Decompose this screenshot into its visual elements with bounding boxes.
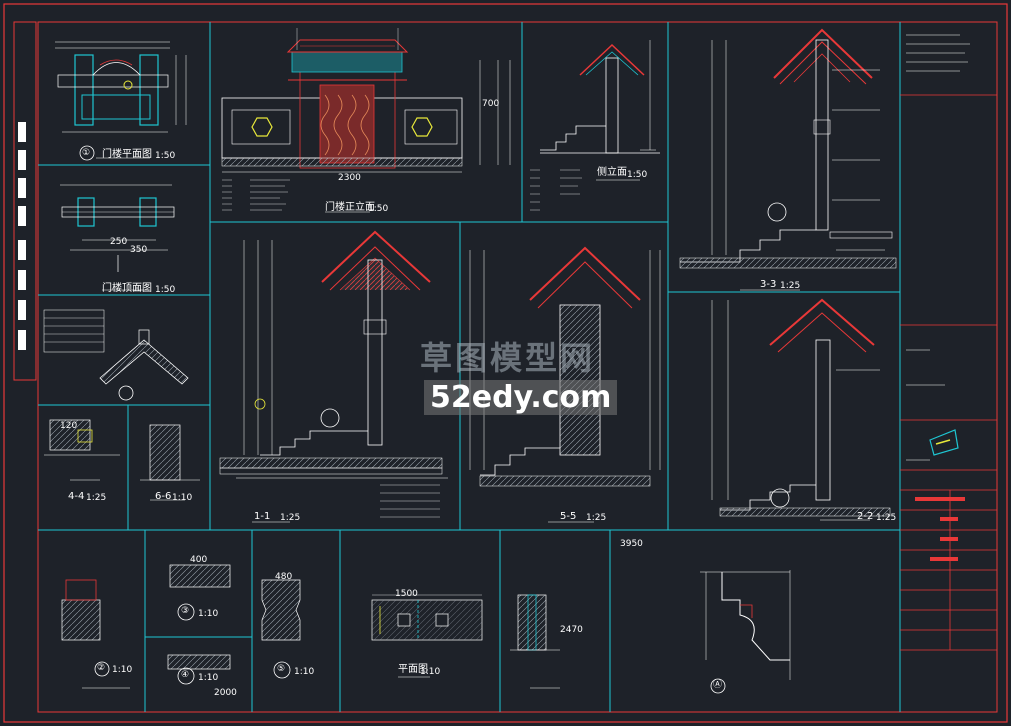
view-scale-sec-11: 1:25 bbox=[280, 513, 301, 523]
watermark-text: 草图模型网 bbox=[420, 339, 596, 377]
watermark-url: 52edy.com bbox=[424, 380, 618, 415]
view-label-plan-roof: 门楼顶面图 bbox=[102, 283, 152, 294]
detail-3 bbox=[169, 564, 231, 621]
dim-text: 2470 bbox=[560, 625, 583, 635]
section-3-3 bbox=[679, 28, 897, 291]
view-scale-sec-22: 1:25 bbox=[876, 513, 897, 523]
section-4-4 bbox=[44, 419, 120, 481]
view-label-front-elev: 门楼正立面 bbox=[325, 202, 375, 213]
view-num-det-5: ⑤ bbox=[277, 664, 286, 674]
view-scale-sec-44: 1:25 bbox=[86, 493, 107, 503]
view-label-sec-11: 1-1 bbox=[254, 511, 271, 522]
view-num-plan-top: ① bbox=[82, 148, 91, 158]
view-scale-side-elev: 1:50 bbox=[627, 170, 648, 180]
detail-wall-section bbox=[510, 594, 560, 689]
view-label-sec-66: 6-6 bbox=[155, 491, 172, 502]
view-scale-det-4: 1:10 bbox=[198, 673, 219, 683]
view-scale-front-elev: 1:50 bbox=[368, 204, 389, 214]
dim-text: 120 bbox=[60, 421, 78, 431]
view-label-sec-55: 5-5 bbox=[560, 511, 577, 522]
detail-plan bbox=[371, 594, 483, 678]
view-scale-sec-33: 1:25 bbox=[780, 281, 801, 291]
dim-text: 1500 bbox=[395, 589, 418, 599]
plan-roof-view bbox=[60, 184, 175, 291]
view-scale-det-2: 1:10 bbox=[112, 665, 133, 675]
view-num-det-3: ③ bbox=[181, 606, 190, 616]
view-num-det-a: Ⓐ bbox=[713, 680, 723, 690]
view-scale-det-plan: 1:10 bbox=[420, 667, 441, 677]
front-elevation bbox=[221, 28, 511, 213]
dim-text: 400 bbox=[190, 555, 208, 565]
dim-text: 700 bbox=[482, 99, 500, 109]
detail-5 bbox=[261, 579, 301, 679]
section-2-2 bbox=[711, 298, 891, 521]
view-label-sec-33: 3-3 bbox=[760, 279, 777, 290]
view-scale-plan-top: 1:50 bbox=[155, 151, 176, 161]
inner-border bbox=[37, 21, 998, 713]
section-1-1 bbox=[219, 230, 448, 523]
view-scale-sec-66: 1:10 bbox=[172, 493, 193, 503]
view-scale-sec-55: 1:25 bbox=[586, 513, 607, 523]
title-block-logo bbox=[929, 429, 959, 456]
view-label-det-plan: 平面图 bbox=[398, 664, 428, 675]
dim-text: 480 bbox=[275, 572, 293, 582]
view-scale-plan-roof: 1:50 bbox=[155, 285, 176, 295]
view-scale-det-3: 1:10 bbox=[198, 609, 219, 619]
title-block-notes bbox=[906, 34, 970, 461]
panel-grid bbox=[38, 22, 901, 712]
dim-text: 350 bbox=[130, 245, 148, 255]
view-label-sec-44: 4-4 bbox=[68, 491, 85, 502]
outer-border bbox=[3, 3, 1008, 723]
view-num-det-4: ④ bbox=[181, 670, 190, 680]
view-label-plan-top: 门楼平面图 bbox=[102, 149, 152, 160]
detail-2 bbox=[61, 579, 130, 689]
title-block bbox=[900, 94, 997, 651]
view-scale-det-5: 1:10 bbox=[294, 667, 315, 677]
dim-text: 2000 bbox=[214, 688, 237, 698]
side-elevation bbox=[530, 40, 660, 211]
section-6-6 bbox=[140, 424, 200, 501]
roof-section-a bbox=[43, 309, 189, 401]
dim-text: 3950 bbox=[620, 539, 643, 549]
detail-4 bbox=[167, 654, 231, 685]
view-label-sec-22: 2-2 bbox=[857, 511, 874, 522]
view-num-det-2: ② bbox=[97, 663, 106, 673]
title-block-red-text bbox=[915, 497, 965, 561]
dim-text: 2300 bbox=[338, 173, 361, 183]
detail-a bbox=[700, 570, 791, 694]
dim-text: 250 bbox=[110, 237, 128, 247]
view-label-side-elev: 侧立面 bbox=[597, 167, 627, 178]
plan-top-view bbox=[55, 41, 187, 161]
binding-strip bbox=[13, 21, 37, 381]
